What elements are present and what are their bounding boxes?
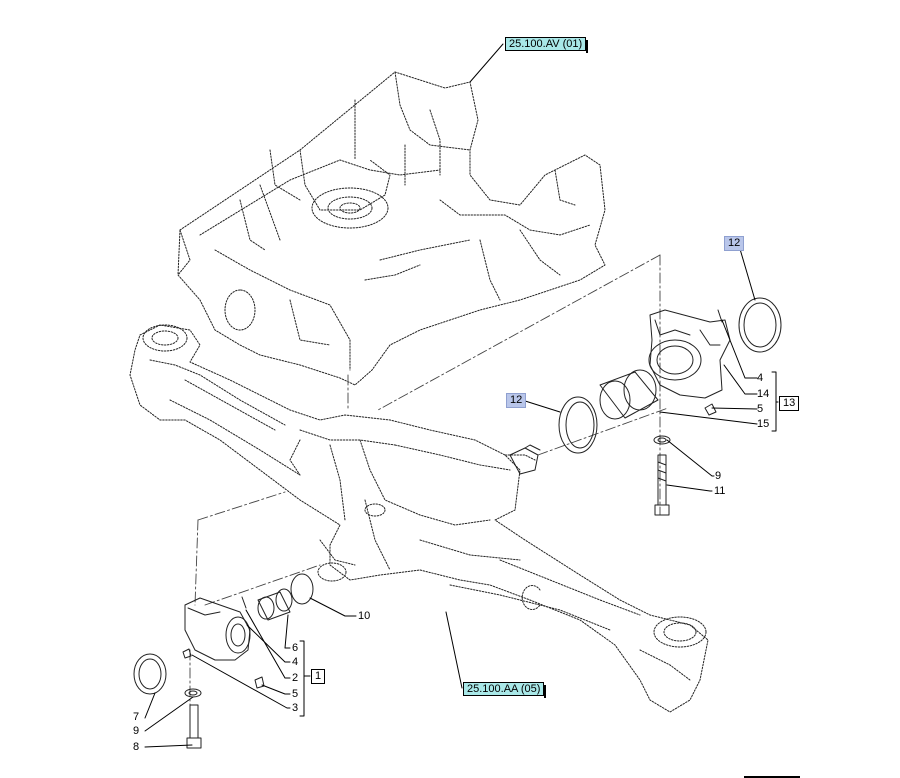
rear-pivot-support <box>649 309 731 399</box>
assembly-centre-lines <box>189 254 669 716</box>
bolt-left <box>189 704 199 739</box>
front-pivot-support <box>184 597 251 661</box>
grease-fitting-left-2 <box>254 676 265 689</box>
washer-left <box>184 688 202 698</box>
bushing-15 <box>599 371 659 419</box>
thrust-washer-7 <box>133 653 167 695</box>
callout-snap-ring-top[interactable]: 12 <box>724 236 745 251</box>
callout-4-left: 4 <box>292 656 299 668</box>
callout-4-right: 4 <box>757 372 764 384</box>
callout-3: 3 <box>292 702 299 714</box>
callout-group-13: 13 <box>779 396 800 411</box>
callout-11: 11 <box>714 485 726 497</box>
left-side-parts <box>133 573 314 749</box>
o-ring-10 <box>290 573 314 605</box>
right-side-parts <box>509 297 782 516</box>
callout-group-1: 1 <box>311 669 326 684</box>
callout-5-right: 5 <box>757 403 764 415</box>
reference-link-frame[interactable]: 25.100.AV (01) <box>505 37 589 53</box>
grease-fitting-right <box>704 403 717 416</box>
callout-9-right: 9 <box>715 470 722 482</box>
callout-15: 15 <box>757 418 770 430</box>
callout-7: 7 <box>133 711 140 723</box>
callout-14: 14 <box>757 388 770 400</box>
callout-5-left: 5 <box>292 688 299 700</box>
callout-9-left: 9 <box>133 725 140 737</box>
snap-ring-12-middle <box>558 396 598 454</box>
bushing-6 <box>257 591 291 621</box>
page-corner-rule <box>744 776 800 778</box>
callout-2: 2 <box>292 672 299 684</box>
callout-10: 10 <box>358 610 371 622</box>
callout-8: 8 <box>133 741 140 753</box>
front-support-frame <box>177 71 606 386</box>
snap-ring-12-right <box>738 297 782 353</box>
front-axle-housing <box>129 324 709 713</box>
reference-link-axle[interactable]: 25.100.AA (05) <box>463 682 547 698</box>
callout-snap-ring-middle[interactable]: 12 <box>506 393 527 408</box>
leader-lines <box>144 43 779 748</box>
grease-fitting-left <box>182 648 192 659</box>
callout-6: 6 <box>292 642 299 654</box>
washer-right <box>653 435 671 445</box>
